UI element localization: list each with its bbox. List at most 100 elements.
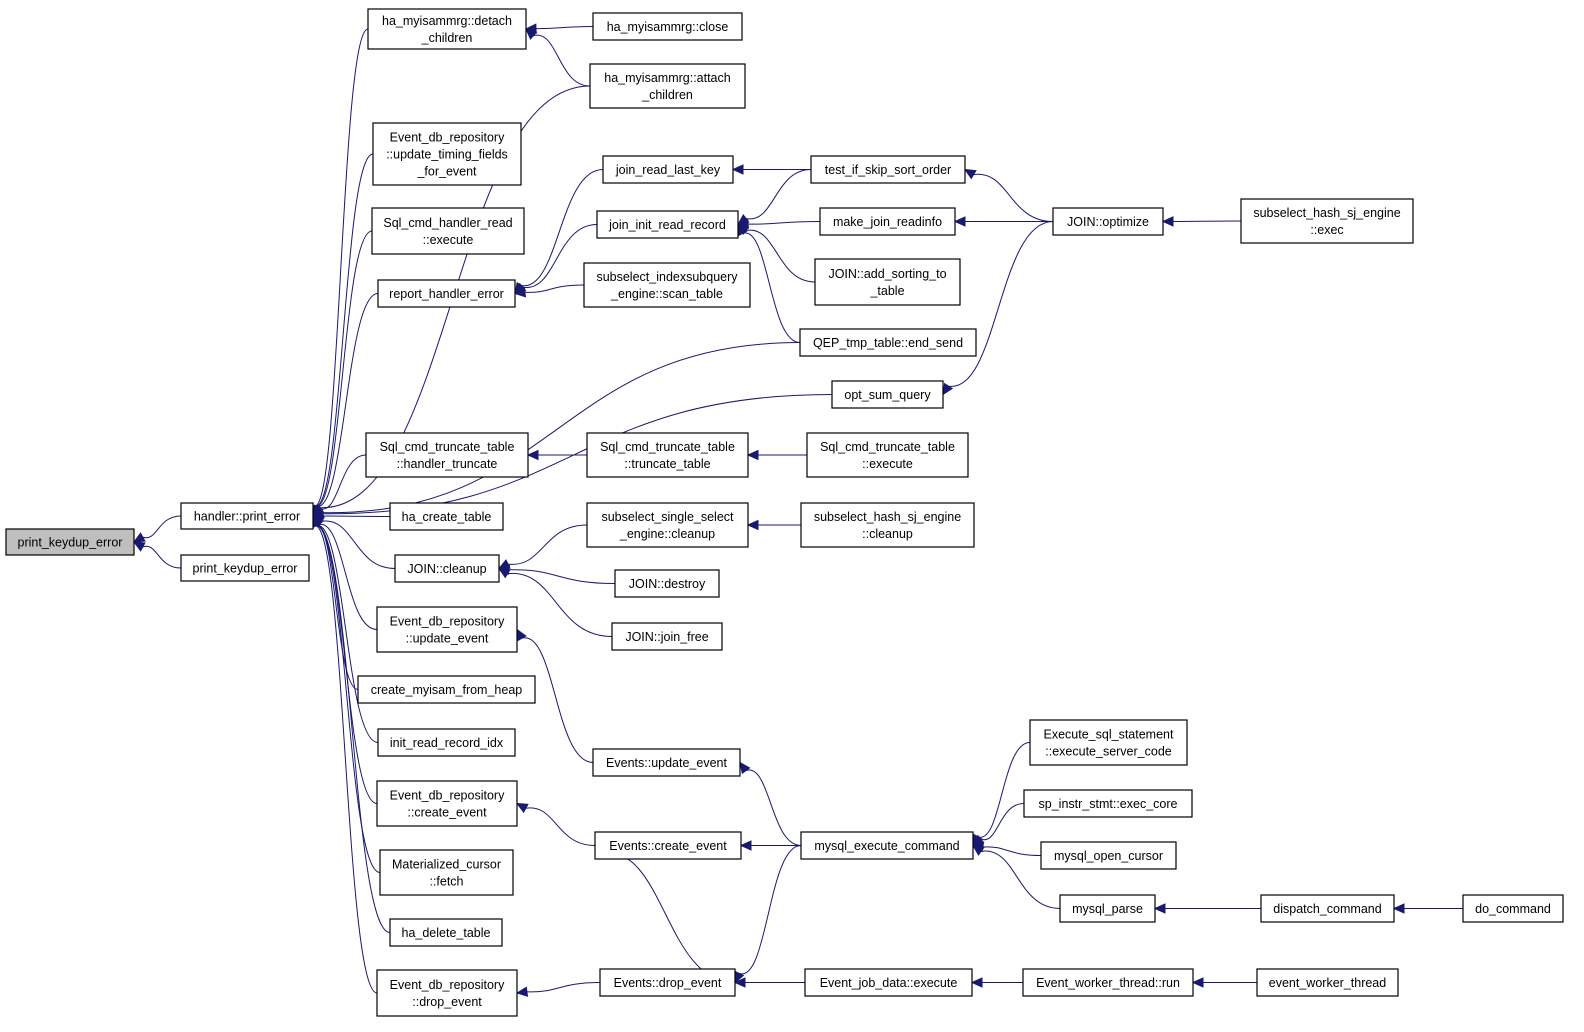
node-box — [1240, 198, 1414, 244]
edge-events_drop_event-to-events_create_event — [594, 844, 736, 983]
node-sql_cmd_handler_read_execute[interactable]: Sql_cmd_handler_read::execute — [371, 207, 525, 255]
node-execute_sql_statement_execute_server_code[interactable]: Execute_sql_statement::execute_server_co… — [1029, 719, 1188, 766]
node-event_db_repository_update_event[interactable]: Event_db_repository::update_event — [376, 606, 518, 653]
edge-init_read_record_idx-to-handler_print_error — [310, 514, 379, 743]
node-sql_cmd_truncate_table_truncate_table[interactable]: Sql_cmd_truncate_table::truncate_table — [586, 432, 749, 478]
node-ha_create_table[interactable]: ha_create_table — [389, 502, 504, 531]
node-subselect_hash_sj_engine_cleanup[interactable]: subselect_hash_sj_engine::cleanup — [800, 502, 975, 548]
node-join_read_last_key[interactable]: join_read_last_key — [602, 155, 734, 184]
node-sp_instr_stmt_exec_core[interactable]: sp_instr_stmt::exec_core — [1023, 789, 1193, 818]
node-box — [819, 207, 956, 236]
node-box — [592, 12, 743, 41]
node-report_handler_error[interactable]: report_handler_error — [377, 279, 516, 308]
node-ha_myisammrg_detach_children[interactable]: ha_myisammrg::detach_children — [367, 8, 527, 50]
node-do_command[interactable]: do_command — [1462, 894, 1564, 923]
node-box — [376, 780, 518, 827]
node-make_join_readinfo[interactable]: make_join_readinfo — [819, 207, 956, 236]
node-box — [371, 207, 525, 255]
node-box — [800, 502, 975, 548]
node-event_job_data_execute[interactable]: Event_job_data::execute — [804, 968, 973, 997]
node-box — [594, 831, 742, 860]
node-box — [1059, 894, 1156, 923]
node-label: Event_db_repository — [390, 614, 505, 628]
node-event_db_repository_drop_event[interactable]: Event_db_repository::drop_event — [376, 969, 518, 1017]
node-join_destroy[interactable]: JOIN::destroy — [614, 569, 720, 598]
node-box — [367, 8, 527, 50]
node-create_myisam_from_heap[interactable]: create_myisam_from_heap — [357, 675, 536, 704]
node-join_optimize[interactable]: JOIN::optimize — [1052, 207, 1164, 236]
edge-join_destroy-to-join_cleanup — [497, 564, 616, 584]
node-dispatch_command[interactable]: dispatch_command — [1260, 894, 1395, 923]
node-label: Event_job_data::execute — [820, 976, 958, 990]
node-label: init_read_record_idx — [390, 736, 504, 750]
node-box — [1029, 719, 1188, 766]
node-label: ::drop_event — [412, 995, 482, 1009]
edge-print_keydup_error_2-to-print_keydup_error_root — [132, 541, 182, 569]
node-qep_tmp_table_end_send[interactable]: QEP_tmp_table::end_send — [799, 328, 977, 357]
node-mysql_parse[interactable]: mysql_parse — [1059, 894, 1156, 923]
node-label: join_init_read_record — [608, 218, 726, 232]
node-label: Materialized_cursor — [392, 857, 501, 871]
node-label: make_join_readinfo — [833, 215, 942, 229]
node-label: mysql_parse — [1072, 902, 1143, 916]
node-box — [804, 968, 973, 997]
node-event_db_repository_update_timing_fields[interactable]: Event_db_repository::update_timing_field… — [372, 122, 522, 186]
node-label: sp_instr_stmt::exec_core — [1039, 797, 1178, 811]
node-box — [1040, 841, 1177, 870]
edge-subselect_hash_sj_engine_exec-to-join_optimize — [1161, 216, 1242, 227]
node-label: ::exec — [1310, 223, 1343, 237]
node-event_worker_thread_run[interactable]: Event_worker_thread::run — [1022, 968, 1194, 997]
node-subselect_single_select_engine_cleanup[interactable]: subselect_single_select_engine::cleanup — [586, 502, 749, 548]
node-label: Sql_cmd_truncate_table — [820, 440, 955, 454]
edge-do_command-to-dispatch_command — [1392, 903, 1463, 914]
node-label: JOIN::add_sorting_to — [828, 267, 946, 281]
edge-ha_myisammrg_detach_children-to-handler_print_error — [308, 28, 369, 518]
node-join_cleanup[interactable]: JOIN::cleanup — [394, 554, 500, 583]
node-label: ::create_event — [407, 805, 487, 819]
node-test_if_skip_sort_order[interactable]: test_if_skip_sort_order — [810, 155, 966, 184]
node-events_create_event[interactable]: Events::create_event — [594, 831, 742, 860]
node-events_update_event[interactable]: Events::update_event — [592, 748, 741, 777]
edge-mysql_execute_command-to-events_update_event — [739, 761, 802, 846]
node-event_db_repository_create_event[interactable]: Event_db_repository::create_event — [376, 780, 518, 827]
node-subselect_hash_sj_engine_exec[interactable]: subselect_hash_sj_engine::exec — [1240, 198, 1414, 244]
node-label: handler::print_error — [194, 509, 300, 523]
node-box — [586, 432, 749, 478]
node-box — [1052, 207, 1164, 236]
node-join_init_read_record[interactable]: join_init_read_record — [596, 210, 739, 239]
edge-subselect_indexsubquery_engine_scan_table-to-report_handler_error — [513, 284, 585, 298]
node-print_keydup_error_2[interactable]: print_keydup_error — [180, 554, 310, 582]
node-join_add_sorting_to_table[interactable]: JOIN::add_sorting_to_table — [814, 258, 961, 306]
node-label: mysql_execute_command — [814, 839, 959, 853]
node-label: ::execute — [423, 233, 474, 247]
node-mysql_execute_command[interactable]: mysql_execute_command — [800, 831, 974, 860]
node-box — [376, 969, 518, 1017]
edge-subselect_hash_sj_engine_cleanup-to-subselect_single_select_engine_cleanup — [746, 519, 801, 531]
node-ha_myisammrg_attach_children[interactable]: ha_myisammrg::attach_children — [589, 63, 746, 109]
edge-sql_cmd_handler_read_execute-to-handler_print_error — [309, 230, 373, 518]
edge-subselect_single_select_engine_cleanup-to-join_cleanup — [497, 524, 588, 570]
node-handler_print_error[interactable]: handler::print_error — [180, 502, 314, 530]
node-label: ::cleanup — [862, 527, 913, 541]
edge-dispatch_command-to-mysql_parse — [1153, 903, 1261, 914]
node-ha_myisammrg_close[interactable]: ha_myisammrg::close — [592, 12, 743, 41]
node-sql_cmd_truncate_table_handler_truncate[interactable]: Sql_cmd_truncate_table::handler_truncate — [365, 432, 529, 478]
node-opt_sum_query[interactable]: opt_sum_query — [831, 380, 944, 409]
node-event_worker_thread[interactable]: event_worker_thread — [1256, 968, 1399, 997]
node-box — [1462, 894, 1564, 923]
node-materialized_cursor_fetch[interactable]: Materialized_cursor::fetch — [379, 849, 514, 896]
node-subselect_indexsubquery_engine_scan_table[interactable]: subselect_indexsubquery_engine::scan_tab… — [583, 262, 751, 308]
node-init_read_record_idx[interactable]: init_read_record_idx — [377, 728, 516, 757]
node-events_drop_event[interactable]: Events::drop_event — [599, 968, 736, 997]
node-sql_cmd_truncate_table_execute[interactable]: Sql_cmd_truncate_table::execute — [806, 432, 969, 478]
node-layer: print_keydup_error handler::print_errorpr… — [5, 8, 1564, 1017]
node-print_keydup_error_root[interactable]: print_keydup_error — [5, 528, 135, 556]
node-ha_delete_table[interactable]: ha_delete_table — [389, 918, 503, 947]
edge-events_create_event-to-event_db_repository_create_event — [515, 802, 596, 846]
edge-event_worker_thread_run-to-event_job_data_execute — [970, 977, 1024, 988]
edge-qep_tmp_table_end_send-to-handler_print_error — [311, 342, 801, 518]
node-mysql_open_cursor[interactable]: mysql_open_cursor — [1040, 841, 1177, 870]
node-box — [372, 122, 522, 186]
node-box — [589, 63, 746, 109]
node-join_join_free[interactable]: JOIN::join_free — [611, 622, 723, 651]
